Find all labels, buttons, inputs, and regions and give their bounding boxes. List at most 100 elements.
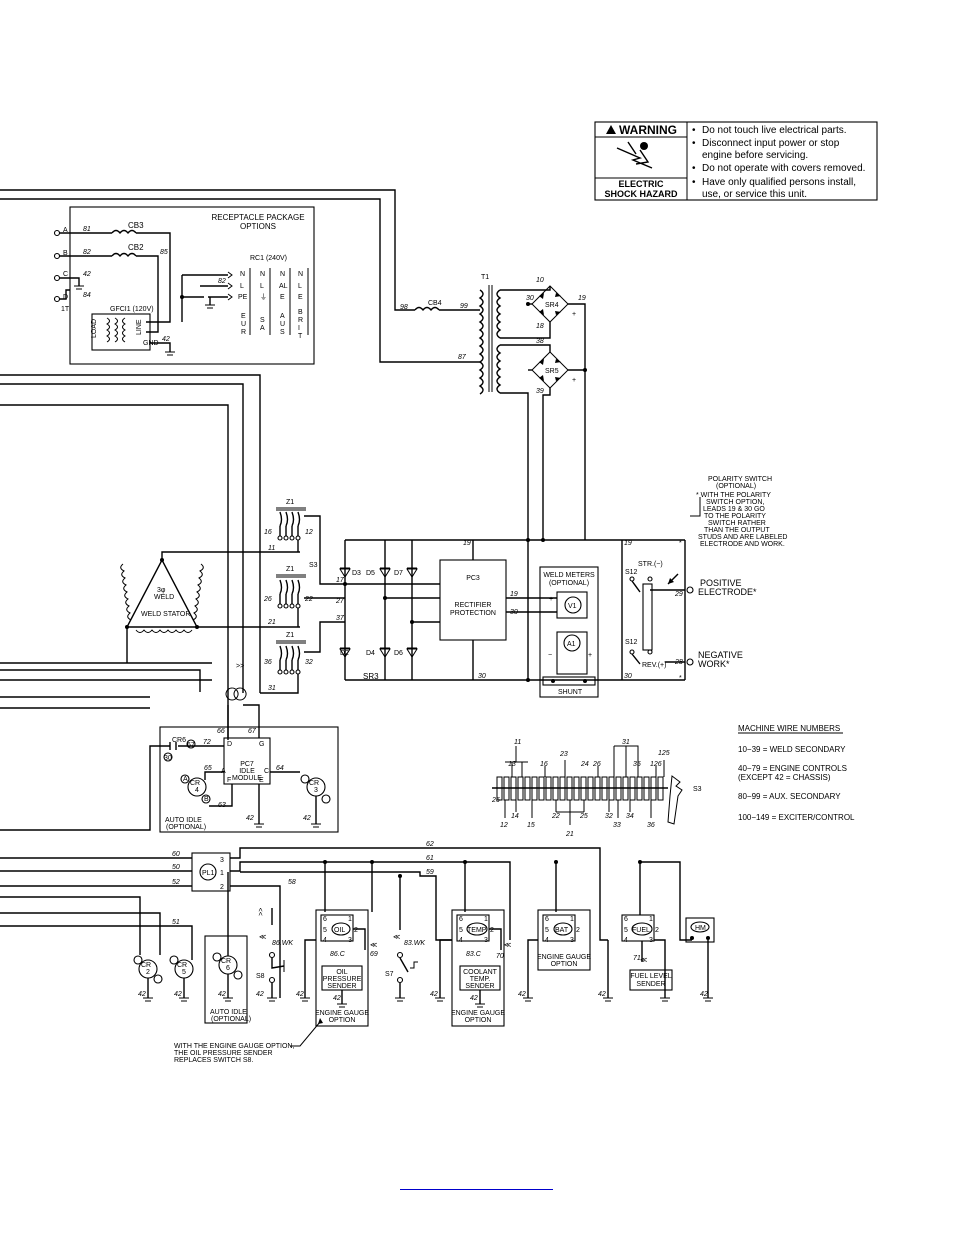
wire-30-mtr: 30 [510, 609, 518, 616]
strip-top-31: 31 [622, 739, 630, 746]
svg-text:U: U [241, 321, 246, 328]
svg-text:*: * [679, 540, 682, 547]
svg-text:5: 5 [323, 927, 327, 934]
engine-note-3: REPLACES SWITCH S8. [174, 1057, 253, 1064]
s7-wire-label: 83.WK [404, 940, 425, 947]
oil-option-2: OPTION [329, 1017, 356, 1024]
receptacle-package: RECEPTACLE PACKAGE OPTIONS A B C D 1T 81… [53, 206, 315, 365]
svg-text:A: A [280, 313, 285, 320]
wire-19-mtr: 19 [510, 591, 518, 598]
footer-link-underline[interactable] [400, 1189, 553, 1190]
strip-bottom-21: 21 [565, 831, 574, 838]
idle-label-1: AUTO IDLE [165, 817, 202, 824]
oil-option-1: ENGINE GAUGE [315, 1010, 369, 1017]
polarity-note-5: THAN THE OUTPUT [704, 527, 770, 534]
stator-label: WELD STATOR [141, 611, 190, 618]
rev-label: REV.(+) [642, 662, 666, 669]
diode-d7: D7 [394, 570, 403, 577]
coolant-sender-3: SENDER [465, 983, 494, 990]
svg-text:42: 42 [333, 995, 341, 1002]
svg-text:*: * [679, 675, 682, 682]
polarity-title-1: POLARITY SWITCH [708, 476, 772, 483]
svg-text:S: S [260, 317, 265, 324]
warning-bullet-3: Do not operate with covers removed. [702, 163, 865, 174]
temp-gauge-label: TEMP [467, 927, 487, 934]
transformer-t1: T1 98 CB4 99 87 SR4 10 30 19 + 18 SR5 38 [400, 274, 587, 680]
polarity-note-6: STUDS AND ARE LABELED [698, 534, 787, 541]
negative-label-1: NEGATIVE [698, 650, 743, 660]
svg-text:6: 6 [323, 916, 327, 923]
svg-text:1: 1 [220, 870, 224, 877]
svg-text:U: U [280, 321, 285, 328]
auto-idle-2-label-2: (OPTIONAL) [211, 1016, 251, 1023]
svg-text:AL: AL [279, 283, 288, 290]
wire-66: 66 [217, 728, 225, 735]
svg-text:>>: >> [236, 663, 244, 670]
terminal-c-label: C [63, 271, 68, 278]
wire-85: 85 [160, 249, 168, 256]
wire-50: 50 [172, 864, 180, 871]
fuel-gauge-label: FUEL [632, 927, 650, 934]
wire-legend-title: MACHINE WIRE NUMBERS [738, 724, 840, 733]
wire-29: 29 [674, 591, 683, 598]
svg-text:6: 6 [624, 916, 628, 923]
svg-text:2: 2 [220, 884, 224, 891]
svg-text:>>: >> [258, 908, 265, 916]
hazard-line-2: SHOCK HAZARD [605, 189, 678, 199]
region-eur: E [241, 313, 246, 320]
svg-text:2: 2 [354, 927, 358, 934]
s7-label: S7 [385, 971, 394, 978]
wire-67: 67 [248, 728, 257, 735]
wire-81: 81 [83, 226, 91, 233]
svg-text:3: 3 [484, 937, 488, 944]
left-feed-wires [0, 374, 261, 740]
wire-42-gfci: 42 [162, 336, 170, 343]
wire-legend-line-3: (EXCEPT 42 = CHASSIS) [738, 773, 831, 782]
pin-g: G [259, 741, 264, 748]
polarity-note-0: * WITH THE POLARITY [696, 492, 771, 499]
svg-text:−: − [548, 652, 552, 659]
svg-text:CR: CR [221, 958, 231, 965]
svg-text:42: 42 [700, 991, 708, 998]
stator-3phase: 3φ [157, 587, 166, 594]
z1-label-1: Z1 [286, 499, 294, 506]
wire-16: 16 [264, 529, 272, 536]
strip-bottom-25: 25 [579, 813, 588, 820]
engine-note-1: WITH THE ENGINE GAUGE OPTION, [174, 1043, 294, 1050]
pc3-line2: PROTECTION [450, 610, 496, 617]
terminal-b [53, 252, 61, 260]
polarity-note-3: TO THE POLARITY [704, 513, 766, 520]
svg-text:2: 2 [655, 927, 659, 934]
strip-top-26: 26 [592, 761, 601, 768]
svg-text:I: I [298, 325, 300, 332]
negative-label-2: WORK* [698, 659, 730, 669]
bullet-dot: • [692, 138, 696, 149]
engine-controls: 60 50 52 51 PL1 312 62 61 58 59 CR2 CR5 … [0, 841, 715, 1064]
terminal-a [53, 229, 61, 237]
engine-note-2: THE OIL PRESSURE SENDER [174, 1050, 273, 1057]
svg-text:B: B [298, 309, 303, 316]
top-feed-wires [0, 189, 480, 363]
coolant-sender-1: COOLANT [463, 969, 498, 976]
s8-label: S8 [256, 973, 265, 980]
svg-text:2: 2 [146, 969, 150, 976]
diode-d2: D2 [340, 650, 349, 657]
strip-top-13: 13 [508, 761, 516, 768]
hazard-line-1: ELECTRIC [619, 179, 665, 189]
wire-legend-line-1: 10−39 = WELD SECONDARY [738, 745, 846, 754]
sr3-label: SR3 [363, 672, 379, 681]
temp-sender-wire: 83.C [466, 951, 482, 958]
svg-text:4: 4 [545, 937, 549, 944]
wire-30-t: 30 [526, 295, 534, 302]
rc1-label: RC1 (240V) [250, 255, 287, 262]
strip-top-11: 11 [514, 739, 521, 746]
svg-text:30: 30 [164, 755, 172, 762]
positive-stud [686, 586, 694, 594]
warning-label: WARNING ELECTRIC SHOCK HAZARD • Do not t… [594, 121, 878, 201]
svg-text:1: 1 [484, 916, 488, 923]
pc3-title: PC3 [466, 575, 480, 582]
svg-text:N: N [240, 271, 245, 278]
str-label: STR.(−) [638, 561, 663, 568]
strip-top-35: 35 [633, 761, 641, 768]
svg-text:E: E [280, 294, 285, 301]
